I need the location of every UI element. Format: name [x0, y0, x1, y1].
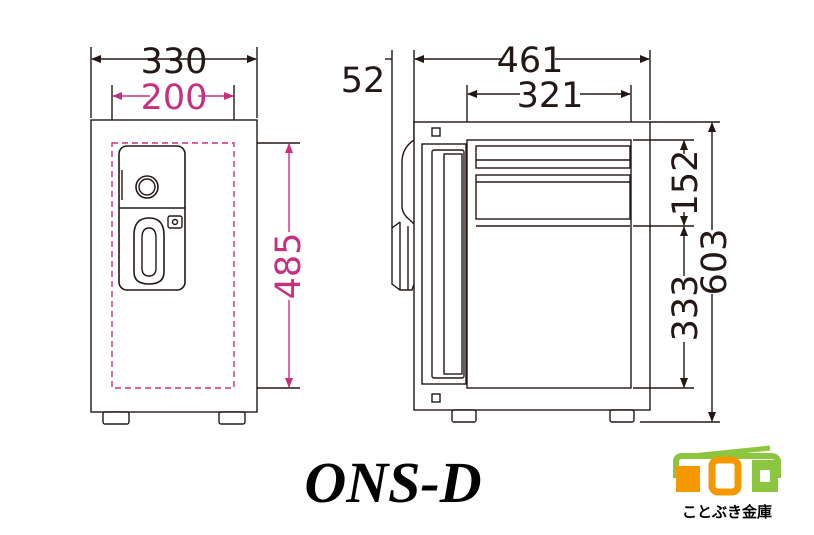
- model-name: ONS-D: [304, 450, 481, 515]
- side-view: [385, 50, 720, 423]
- front-outer-width-label: 330: [141, 42, 208, 82]
- front-inner-width-label: 200: [141, 78, 208, 118]
- drawer-height-label: 152: [666, 150, 706, 217]
- front-inner-height-label: 485: [269, 233, 309, 300]
- brand-name: ことぶき金庫: [682, 503, 772, 521]
- front-view: [90, 47, 300, 425]
- inner-depth-label: 321: [517, 76, 584, 116]
- outer-depth-label: 461: [497, 41, 564, 81]
- kotobuki-logo-icon: [673, 445, 781, 496]
- outer-height-label: 603: [695, 229, 735, 296]
- handle-offset-label: 52: [341, 61, 386, 101]
